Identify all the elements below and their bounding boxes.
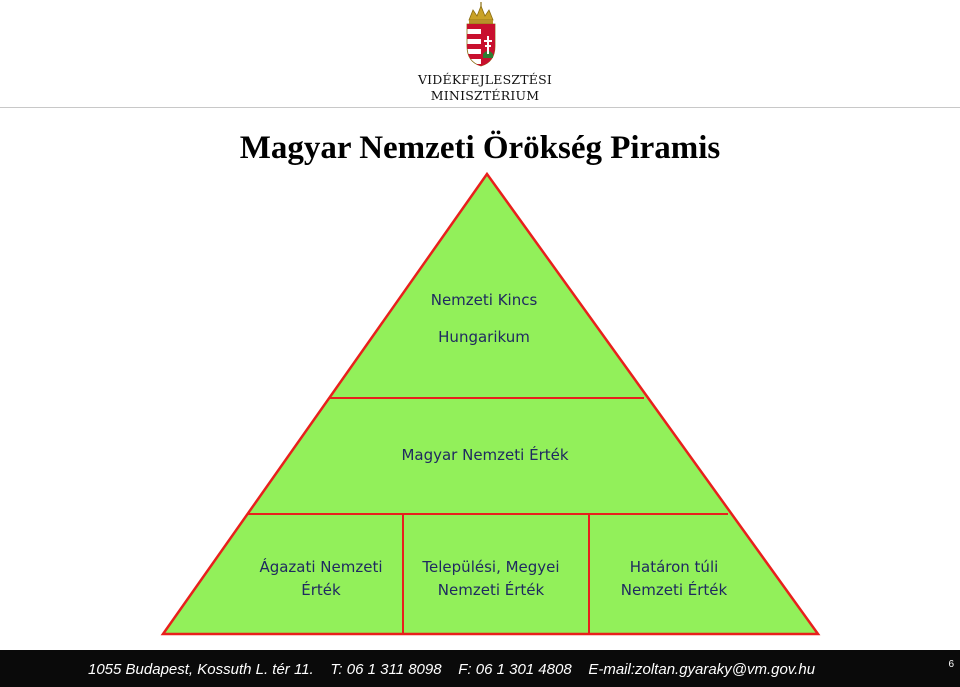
bottom-tier-2-line-1: Települési, Megyei [421,558,559,576]
slide-title: Magyar Nemzeti Örökség Piramis [239,130,721,166]
footer-contact-info: 1055 Budapest, Kossuth L. tér 11. T: 06 … [88,661,816,678]
slide-footer: 1055 Budapest, Kossuth L. tér 11. T: 06 … [0,650,960,687]
coat-of-arms-icon [466,2,496,67]
bottom-tier-1-line-2: Érték [301,580,341,599]
page-number: 6 [948,659,954,670]
pyramid-body [160,171,821,636]
bottom-tier-3-line-2: Nemzeti Érték [621,580,728,599]
ministry-line-1: VIDÉKFEJLESZTÉSI [417,72,553,87]
ministry-line-2: MINISZTÉRIUM [430,88,540,103]
bottom-tier-3-line-1: Határon túli [630,558,719,576]
slide-header: VIDÉKFEJLESZTÉSI MINISZTÉRIUM [0,0,960,108]
top-tier-line-1: Nemzeti Kincs [431,291,538,309]
top-tier-line-2: Hungarikum [438,328,530,346]
middle-tier-label: Magyar Nemzeti Érték [401,445,568,464]
bottom-tier-1-line-1: Ágazati Nemzeti [259,557,382,576]
bottom-tier-2-line-2: Nemzeti Érték [438,580,545,599]
header-divider [0,107,960,108]
ministry-name: VIDÉKFEJLESZTÉSI MINISZTÉRIUM [380,72,590,104]
